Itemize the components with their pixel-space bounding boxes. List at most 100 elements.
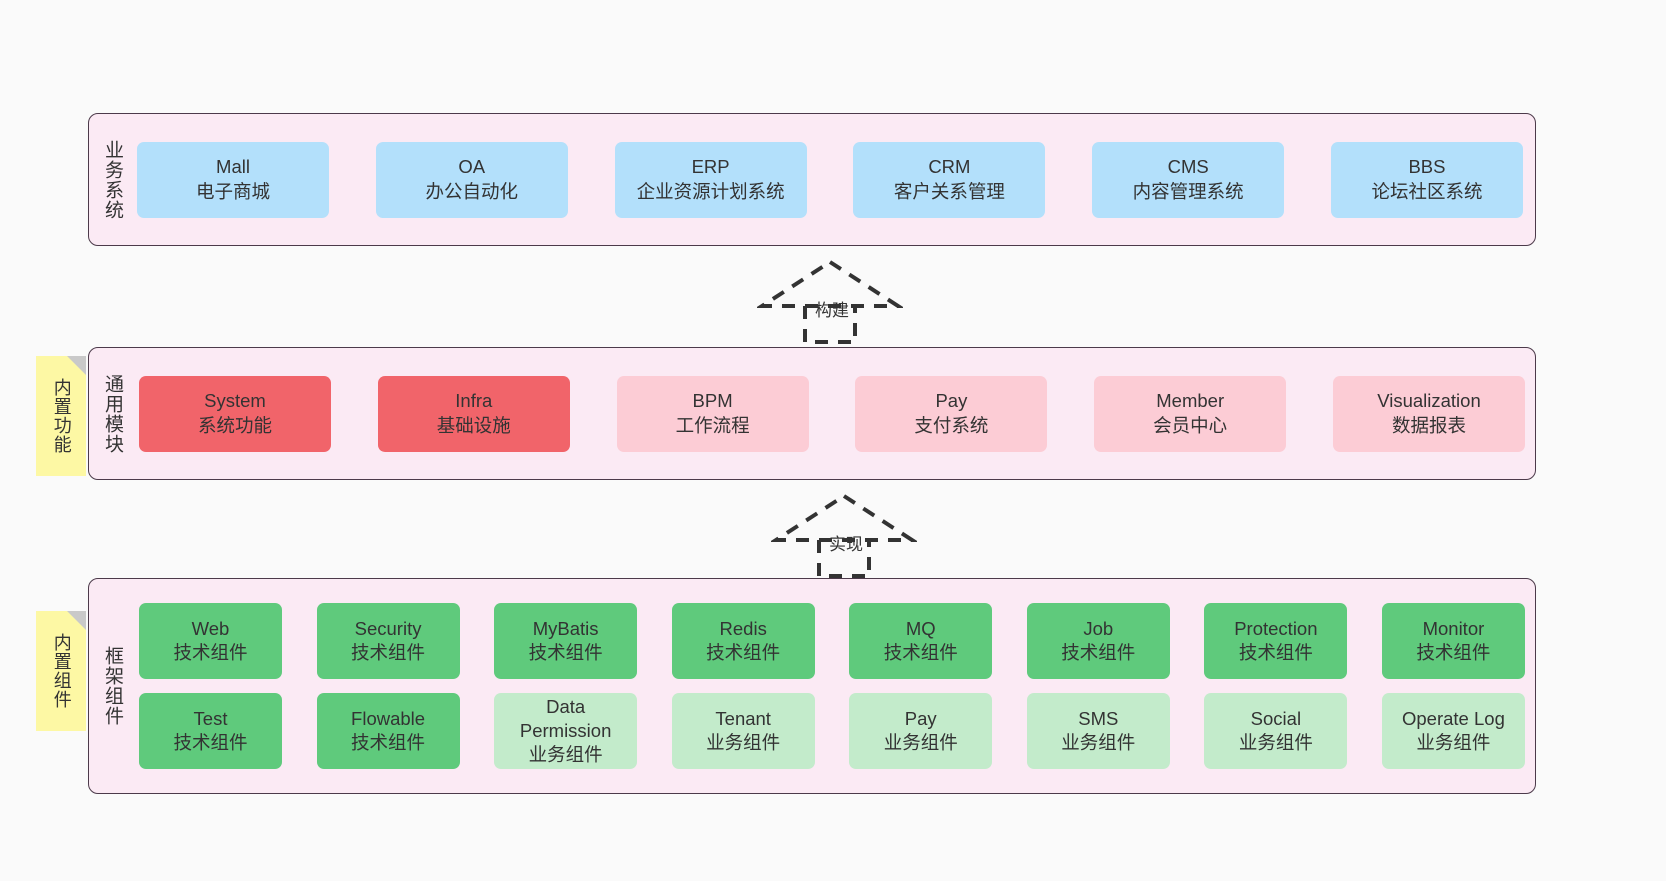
card-title-cn: 技术组件 xyxy=(173,732,248,753)
card-title-cn: 技术组件 xyxy=(351,732,426,753)
card-title-en: OA xyxy=(458,156,486,178)
framework-card-monitor[interactable]: Monitor 技术组件 xyxy=(1381,603,1525,679)
layer-title-framework: 框架组件 xyxy=(102,646,124,726)
card-title-en: Infra xyxy=(455,390,493,412)
card-title-cn: 办公自动化 xyxy=(425,180,519,202)
framework-card-test[interactable]: Test 技术组件 xyxy=(139,693,282,769)
card-title-en: Job xyxy=(1083,617,1114,639)
card-title-en: Mall xyxy=(216,156,250,178)
note-fold-corner xyxy=(67,611,86,630)
layer-framework-components: 框架组件 Web 技术组件 Security 技术组件 MyBatis 技术组件 Redis… xyxy=(88,578,1536,794)
card-title-en: Monitor xyxy=(1422,617,1485,639)
connector-implement: 实现 xyxy=(771,492,917,578)
note-builtin-features-label: 内置功能 xyxy=(51,378,72,454)
card-title-en: MQ xyxy=(905,617,936,639)
connector-implement-stem xyxy=(817,540,871,578)
card-title-cn: 内容管理系统 xyxy=(1132,180,1244,202)
card-title-cn: 业务组件 xyxy=(1238,732,1313,753)
card-title-en: Pay xyxy=(935,390,968,412)
card-title-cn: 业务组件 xyxy=(706,732,781,753)
card-title-en: MyBatis xyxy=(532,617,599,639)
card-title-en: BBS xyxy=(1408,156,1446,178)
card-title-cn: 技术组件 xyxy=(1238,642,1313,663)
connector-implement-arrowhead xyxy=(771,493,917,542)
card-title-en: Social xyxy=(1250,707,1302,729)
card-title-cn: 技术组件 xyxy=(173,642,248,663)
framework-card-pay[interactable]: Pay 业务组件 xyxy=(849,693,993,769)
card-title-cn: 业务组件 xyxy=(883,732,958,753)
card-title-cn: 业务组件 xyxy=(1416,732,1491,753)
framework-card-data-permission[interactable]: Data Permission 业务组件 xyxy=(494,693,638,769)
note-builtin-components-label: 内置组件 xyxy=(51,633,72,709)
card-title-en: Pay xyxy=(904,707,937,729)
note-builtin-components: 内置组件 xyxy=(36,611,86,731)
card-title-en: BPM xyxy=(692,390,733,412)
card-title-cn: 基础设施 xyxy=(436,414,511,436)
card-title-cn: 数据报表 xyxy=(1391,414,1466,436)
card-title-en: ERP xyxy=(691,156,730,178)
card-title-en: Protection xyxy=(1234,617,1318,639)
card-title-en: Visualization xyxy=(1377,390,1481,412)
card-title-en: Web xyxy=(191,617,230,639)
card-title-cn: 技术组件 xyxy=(351,642,426,663)
card-title-en: SMS xyxy=(1078,707,1119,729)
framework-card-security[interactable]: Security 技术组件 xyxy=(316,603,460,679)
note-builtin-features: 内置功能 xyxy=(36,356,86,476)
card-title-en: Security xyxy=(354,617,422,639)
framework-card-social[interactable]: Social 业务组件 xyxy=(1204,693,1348,769)
card-title-en: Test xyxy=(193,707,228,729)
connector-implement-label: 实现 xyxy=(829,535,863,554)
card-title-cn: 技术组件 xyxy=(883,642,958,663)
card-title-cn: 工作流程 xyxy=(675,414,750,436)
connector-build: 构建 xyxy=(757,258,903,344)
framework-card-tenant[interactable]: Tenant 业务组件 xyxy=(671,693,815,769)
framework-card-sms[interactable]: SMS 业务组件 xyxy=(1026,693,1170,769)
framework-card-mq[interactable]: MQ 技术组件 xyxy=(849,603,993,679)
card-title-cn: 会员中心 xyxy=(1153,414,1228,436)
connector-build-stem xyxy=(803,306,857,344)
card-title-en: System xyxy=(204,390,266,412)
card-title-cn: 企业资源计划系统 xyxy=(636,180,785,202)
card-title-cn: 电子商城 xyxy=(195,180,270,202)
card-title-cn: 业务组件 xyxy=(1061,732,1136,753)
card-title-cn: 技术组件 xyxy=(1416,642,1491,663)
card-title-en: CMS xyxy=(1167,156,1209,178)
connector-build-arrowhead xyxy=(757,259,903,308)
card-title-en: Data Permission xyxy=(519,695,612,741)
layer-title-business: 业务系统 xyxy=(102,139,124,220)
card-title-cn: 技术组件 xyxy=(528,642,603,663)
card-title-cn: 系统功能 xyxy=(197,414,272,436)
framework-card-protection[interactable]: Protection 技术组件 xyxy=(1204,603,1348,679)
card-title-cn: 论坛社区系统 xyxy=(1371,180,1483,202)
framework-card-mybatis[interactable]: MyBatis 技术组件 xyxy=(494,603,638,679)
note-fold-corner xyxy=(67,356,86,375)
card-title-en: CRM xyxy=(928,156,971,178)
framework-card-web[interactable]: Web 技术组件 xyxy=(139,603,282,679)
card-title-en: Tenant xyxy=(715,707,771,729)
card-title-cn: 业务组件 xyxy=(528,744,603,766)
